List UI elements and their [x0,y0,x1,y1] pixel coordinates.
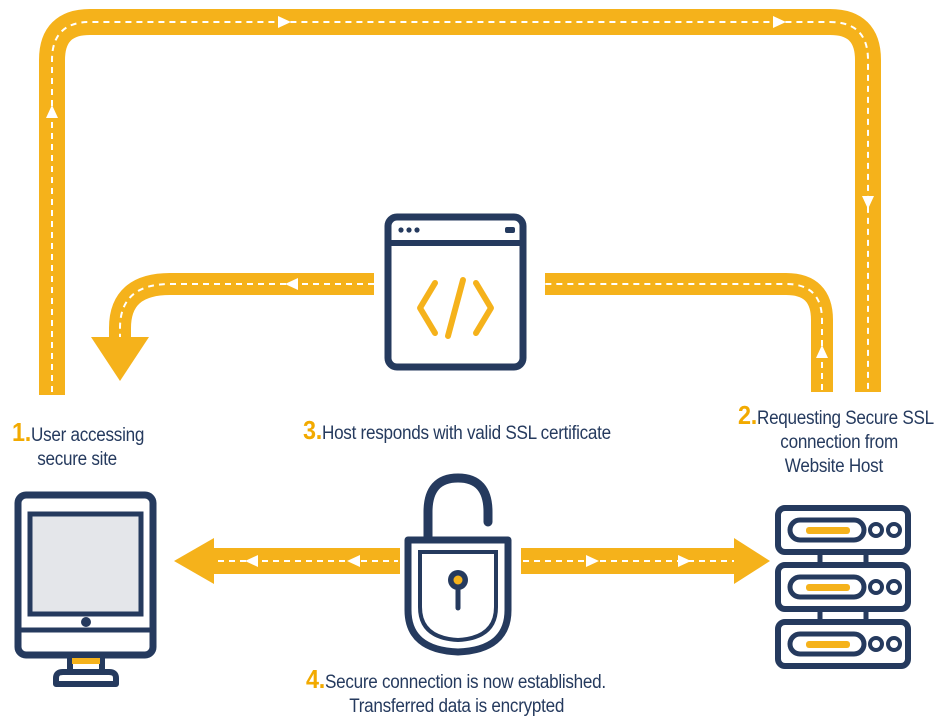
step-1-label: 1.User accessing secure site [12,417,145,472]
arrowhead-left-mid [285,278,298,290]
arrowhead-right-bottom-1 [586,555,599,567]
step-3-number: 3. [303,415,322,445]
server-unit [775,562,911,612]
step-2-line-2: connection from [780,432,898,453]
arrowhead-down-right [862,196,874,209]
step-4-line-1: Secure connection is now established. [324,672,606,693]
arrowhead-left-bottom-1 [245,555,258,567]
step-3-line-1: Host responds with valid SSL certificate [321,423,611,444]
step-2-line-3: Website Host [784,456,883,477]
step-4-label: 4.Secure connection is now established. … [306,664,606,719]
request-connection-path [39,9,881,395]
encrypted-transfer-left [174,538,400,584]
computer-monitor-icon [14,491,157,687]
step-2-number: 2. [738,400,757,430]
step-2-label: 2.Requesting Secure SSL connection from … [738,400,934,479]
arrowhead-right-1 [278,16,291,28]
arrowhead-right-2 [773,16,786,28]
server-unit [775,619,911,669]
step-1-number: 1. [12,417,31,447]
step-1-line-2: secure site [37,449,117,470]
arrowhead-up-left [46,105,58,118]
step-2-line-1: Requesting Secure SSL [756,408,934,429]
certificate-response-path [91,273,833,392]
code-window-icon [384,213,527,371]
server-rack-icon [775,505,911,669]
step-4-number: 4. [306,664,325,694]
arrowhead-left-bottom-2 [347,555,360,567]
step-1-line-1: User accessing [30,425,145,446]
step-4-line-2: Transferred data is encrypted [349,696,565,717]
padlock-icon [404,473,512,656]
step-3-label: 3.Host responds with valid SSL certifica… [303,415,611,446]
server-unit [775,505,911,555]
arrowhead-up-right [816,345,828,358]
big-arrowhead-down [91,337,149,381]
arrowhead-right-bottom-2 [678,555,691,567]
encrypted-transfer-right [521,538,770,584]
